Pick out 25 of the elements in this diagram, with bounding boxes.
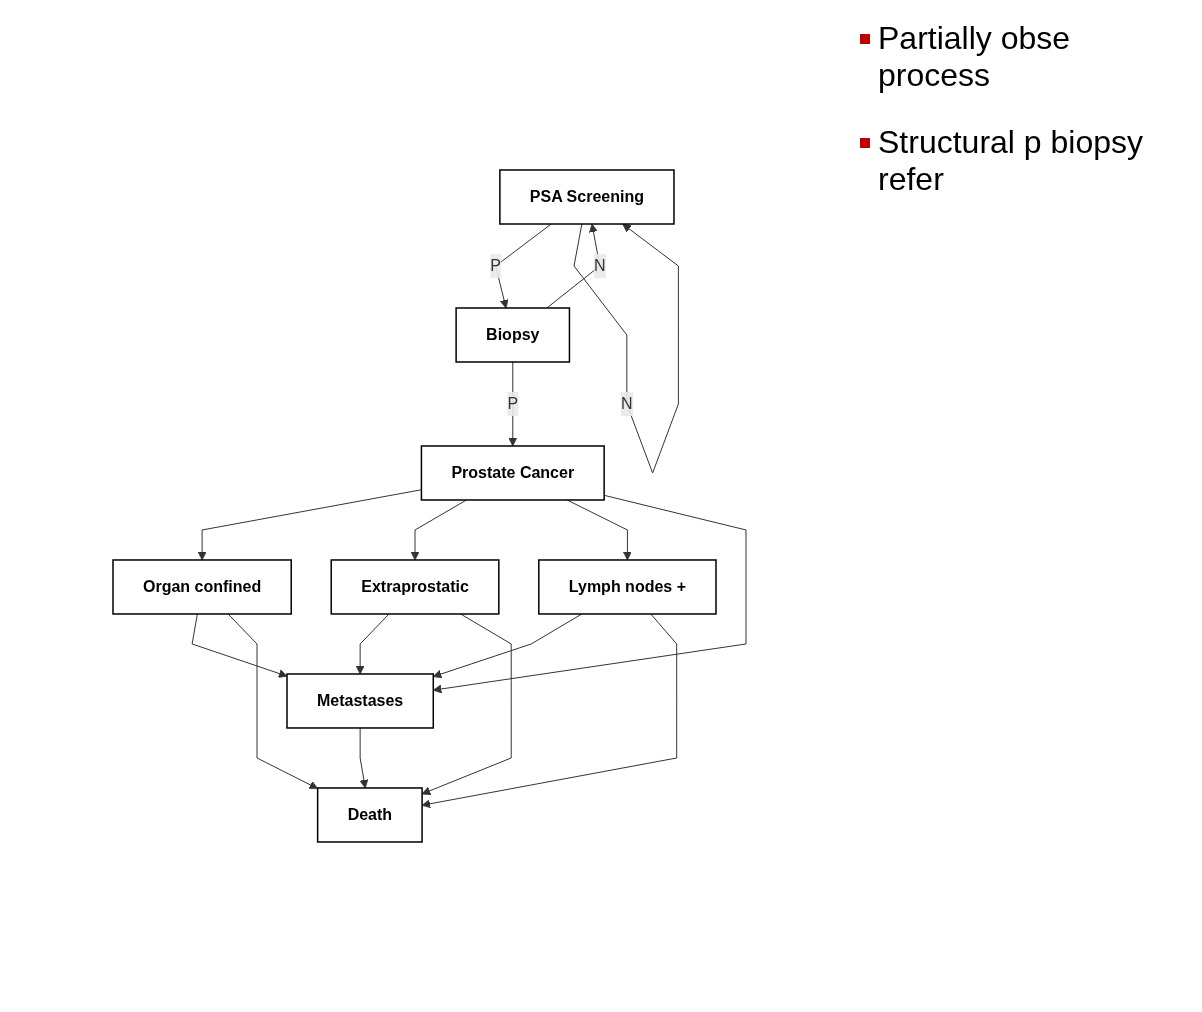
edge-label: N [621,395,634,412]
arrow [228,613,319,789]
edge-label: P [507,395,519,412]
arrow [422,613,513,796]
arrow [508,361,518,447]
arrow [567,499,633,561]
node-box: PSA Screening [499,169,676,225]
arrow [422,613,678,809]
node-box: Death [317,787,424,843]
bullet-text: Partially obse process [878,20,1072,94]
arrow [433,494,747,694]
arrow [192,613,288,678]
arrow [360,727,369,789]
arrow [356,613,390,675]
node-box: Extraprostatic [330,559,501,615]
arrow [546,223,601,309]
arrow [574,223,680,474]
node-box: Organ confined [112,559,293,615]
edge-label: N [594,257,607,275]
node-box: Biopsy [455,307,571,363]
node-box: Lymph nodes + [538,559,718,615]
bullet-text: Structural p biopsy refer [878,124,1144,198]
node-box: Prostate Cancer [421,445,606,501]
node-box: Metastases [286,673,435,729]
edge-label: P [490,257,502,275]
